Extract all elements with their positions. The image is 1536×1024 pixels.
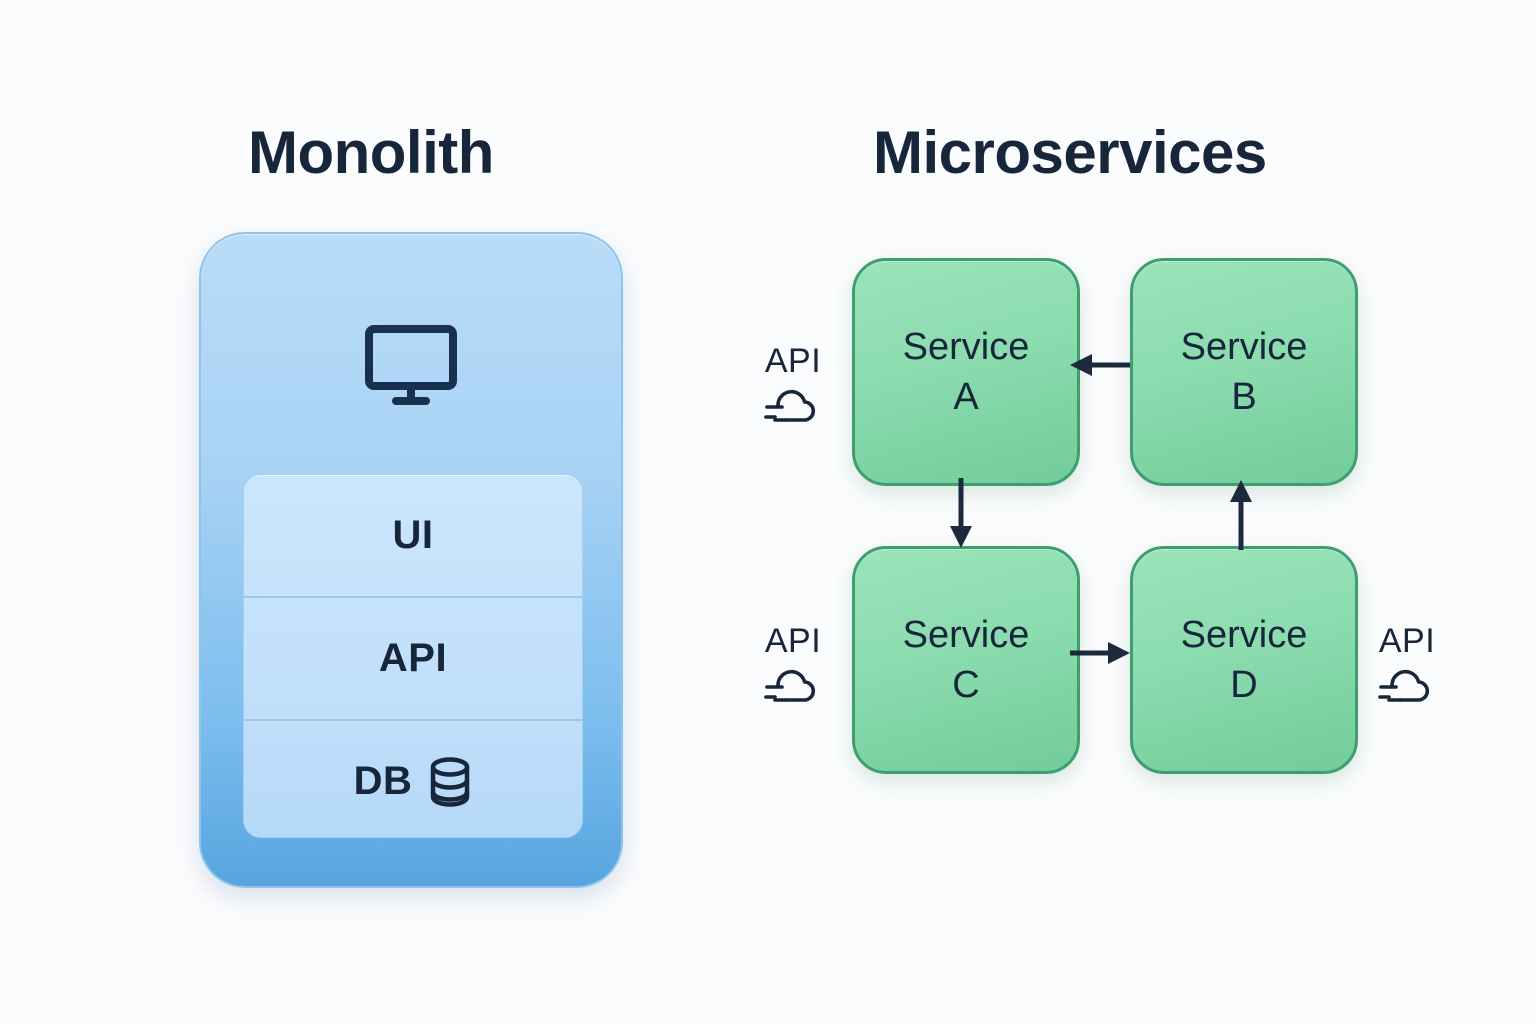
api-tag-service-c-label: API	[764, 622, 822, 660]
monolith-layer-api[interactable]: API	[244, 596, 582, 719]
service-a-name: Service	[902, 325, 1030, 368]
api-tag-service-c: API	[762, 622, 824, 707]
service-node-a[interactable]: Service A	[852, 258, 1080, 486]
service-d-letter: D	[1230, 664, 1258, 706]
arrow-service-a-to-service-c	[946, 478, 976, 550]
api-tag-service-d-label: API	[1378, 622, 1436, 660]
arrow-service-d-to-service-b	[1226, 478, 1256, 550]
service-c-name: Service	[902, 613, 1030, 656]
page-title-microservices: Microservices	[873, 119, 1267, 186]
cloud-api-icon	[762, 387, 824, 427]
service-node-d[interactable]: Service D	[1130, 546, 1358, 774]
monolith-layer-ui-label: UI	[392, 513, 434, 557]
service-node-c[interactable]: Service C	[852, 546, 1080, 774]
database-icon	[428, 756, 472, 808]
monolith-layer-api-label: API	[378, 636, 448, 680]
api-tag-service-d: API	[1376, 622, 1438, 707]
service-a-letter: A	[953, 376, 979, 418]
monolith-layer-ui[interactable]: UI	[244, 475, 582, 596]
monolith-layer-db[interactable]: DB	[244, 719, 582, 837]
arrow-service-c-to-service-d	[1068, 638, 1132, 668]
service-b-letter: B	[1231, 376, 1257, 418]
service-c-letter: C	[952, 664, 980, 706]
monitor-icon	[363, 324, 459, 406]
service-b-name: Service	[1180, 325, 1308, 368]
monolith-layer-db-label: DB	[353, 759, 413, 803]
monolith-container[interactable]: UI API DB	[199, 232, 623, 888]
api-tag-service-a-label: API	[764, 342, 822, 380]
service-d-name: Service	[1180, 613, 1308, 656]
page-title-monolith: Monolith	[248, 119, 494, 186]
monolith-layer-stack: UI API DB	[243, 474, 583, 838]
api-tag-service-a: API	[762, 342, 824, 427]
cloud-api-icon	[1376, 667, 1438, 707]
cloud-api-icon	[762, 667, 824, 707]
service-node-b[interactable]: Service B	[1130, 258, 1358, 486]
arrow-service-b-to-service-a	[1068, 350, 1132, 380]
